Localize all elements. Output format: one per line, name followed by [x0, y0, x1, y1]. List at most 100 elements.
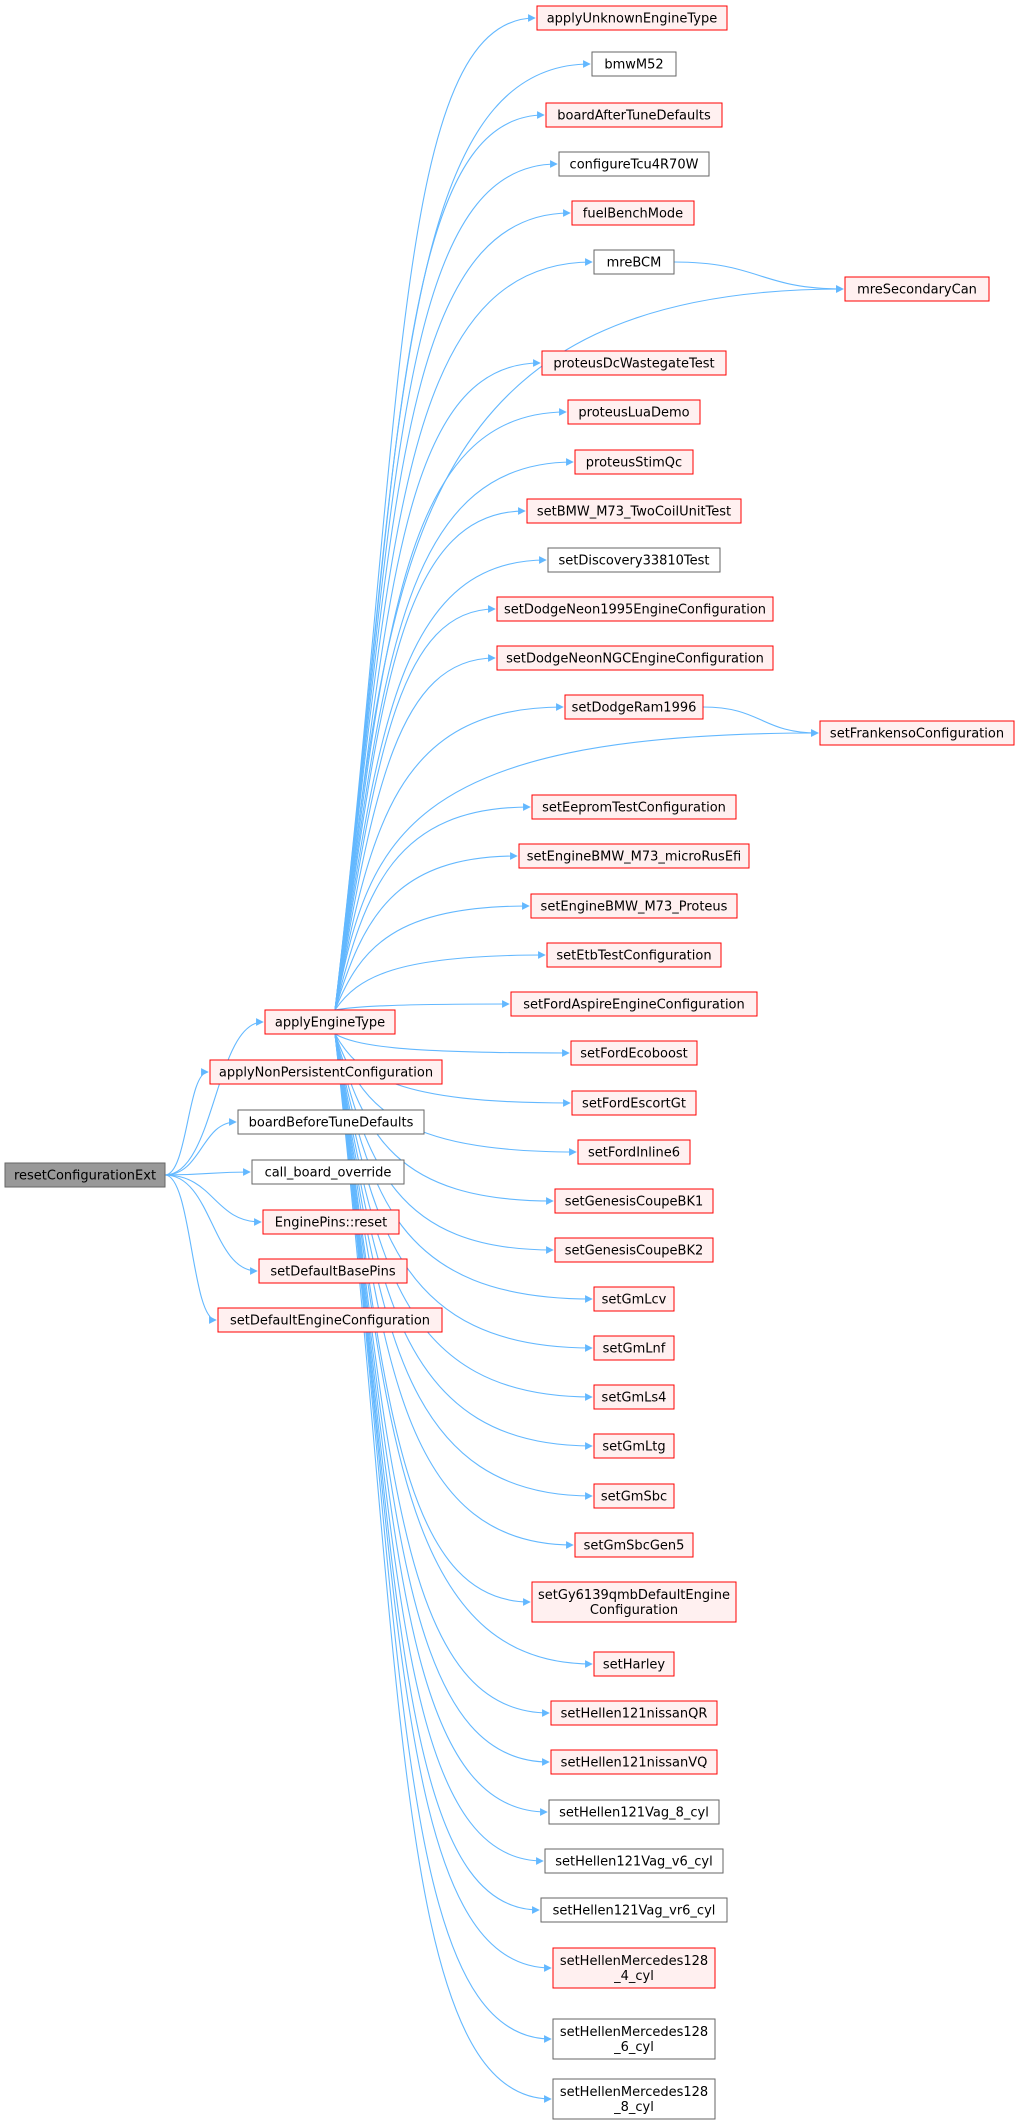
node-set-genesis-coupe-bk2[interactable]: setGenesisCoupeBK2 — [554, 1237, 714, 1263]
node-call-board-override[interactable]: call_board_override — [251, 1159, 405, 1185]
node-label: setHellenMercedes128 — [560, 1954, 708, 1969]
node-set-etb-test-configuration[interactable]: setEtbTestConfiguration — [546, 942, 722, 968]
node-bmw-m52[interactable]: bmwM52 — [591, 51, 677, 77]
node-label: fuelBenchMode — [583, 207, 683, 222]
node-set-ford-inline6[interactable]: setFordInline6 — [577, 1139, 691, 1165]
edge-apply-engine-type-to-set-bmw-m73-two-coil-unit-test — [334, 507, 526, 1011]
node-set-engine-bmw-m73-micro-rus-efi[interactable]: setEngineBMW_M73_microRusEfi — [518, 843, 750, 869]
node-set-engine-bmw-m73-proteus[interactable]: setEngineBMW_M73_Proteus — [530, 893, 738, 919]
node-set-hellen121nissan-qr[interactable]: setHellen121nissanQR — [550, 1700, 718, 1726]
node-box — [258, 1258, 408, 1284]
node-set-eeprom-test-configuration[interactable]: setEepromTestConfiguration — [531, 794, 737, 820]
node-mre-secondary-can[interactable]: mreSecondaryCan — [844, 276, 990, 302]
node-set-default-base-pins[interactable]: setDefaultBasePins — [258, 1258, 408, 1284]
node-set-hellen-mercedes128-6-cyl[interactable]: setHellenMercedes128_6_cyl — [552, 2018, 716, 2060]
node-set-dodge-ram1996[interactable]: setDodgeRam1996 — [564, 694, 704, 720]
node-configure-tcu4-r70-w[interactable]: configureTcu4R70W — [558, 151, 710, 177]
node-set-gm-ls4[interactable]: setGmLs4 — [593, 1384, 675, 1410]
node-label: setGmLs4 — [602, 1391, 667, 1406]
edge-reset-configuration-ext-to-call-board-override — [164, 1168, 251, 1176]
edge-apply-engine-type-to-set-dodge-ram1996 — [334, 703, 564, 1011]
node-box — [550, 1749, 718, 1775]
node-set-ford-aspire-engine-configuration[interactable]: setFordAspireEngineConfiguration — [510, 991, 758, 1017]
node-board-before-tune-defaults[interactable]: boardBeforeTuneDefaults — [237, 1109, 425, 1135]
node-box — [209, 1059, 443, 1085]
node-box — [844, 276, 990, 302]
node-box — [4, 1162, 166, 1188]
edge-apply-engine-type-to-proteus-dc-wastegate-test — [334, 359, 541, 1011]
edge-mre-bcm-to-mre-secondary-can — [673, 261, 844, 293]
node-label: setGmSbcGen5 — [584, 1539, 685, 1554]
node-set-gm-sbc-gen5[interactable]: setGmSbcGen5 — [574, 1532, 694, 1558]
node-set-genesis-coupe-bk1[interactable]: setGenesisCoupeBK1 — [554, 1188, 714, 1214]
node-label: setGmSbc — [601, 1490, 667, 1505]
node-set-hellen121nissan-vq[interactable]: setHellen121nissanVQ — [550, 1749, 718, 1775]
node-set-gm-sbc[interactable]: setGmSbc — [593, 1483, 675, 1509]
node-label: setHellen121Vag_v6_cyl — [555, 1855, 712, 1870]
node-set-discovery33810-test[interactable]: setDiscovery33810Test — [547, 547, 721, 573]
edge-reset-configuration-ext-to-apply-non-persistent-configuration — [164, 1068, 209, 1176]
node-board-after-tune-defaults[interactable]: boardAfterTuneDefaults — [545, 102, 723, 128]
node-fuel-bench-mode[interactable]: fuelBenchMode — [571, 200, 695, 226]
edge-apply-engine-type-to-set-hellen-mercedes128-8-cyl — [334, 1033, 552, 2103]
node-set-ford-escort-gt[interactable]: setFordEscortGt — [571, 1090, 697, 1116]
node-set-gm-lcv[interactable]: setGmLcv — [593, 1286, 675, 1312]
node-apply-non-persistent-configuration[interactable]: applyNonPersistentConfiguration — [209, 1059, 443, 1085]
node-set-dodge-neon1995-engine-configuration[interactable]: setDodgeNeon1995EngineConfiguration — [496, 596, 774, 622]
node-label: setDefaultEngineConfiguration — [230, 1314, 430, 1329]
node-box — [554, 1188, 714, 1214]
node-set-default-engine-configuration[interactable]: setDefaultEngineConfiguration — [217, 1307, 443, 1333]
node-label: boardAfterTuneDefaults — [557, 109, 711, 124]
node-set-harley[interactable]: setHarley — [593, 1651, 675, 1677]
node-label: setDodgeRam1996 — [572, 701, 697, 716]
node-apply-unknown-engine-type[interactable]: applyUnknownEngineType — [536, 5, 728, 31]
node-mre-bcm[interactable]: mreBCM — [593, 249, 675, 275]
node-label: mreBCM — [607, 256, 662, 271]
node-label: setEngineBMW_M73_Proteus — [541, 900, 728, 915]
node-label: setDefaultBasePins — [270, 1265, 395, 1280]
node-set-gm-lnf[interactable]: setGmLnf — [593, 1335, 675, 1361]
node-set-hellen-mercedes128-8-cyl[interactable]: setHellenMercedes128_8_cyl — [552, 2078, 716, 2120]
node-proteus-dc-wastegate-test[interactable]: proteusDcWastegateTest — [541, 350, 727, 376]
node-reset-configuration-ext[interactable]: resetConfigurationExt — [4, 1162, 166, 1188]
node-set-hellen121-vag-8-cyl[interactable]: setHellen121Vag_8_cyl — [548, 1799, 720, 1825]
node-box — [510, 991, 758, 1017]
node-proteus-stim-qc[interactable]: proteusStimQc — [574, 449, 694, 475]
node-set-dodge-neon-ngcengine-configuration[interactable]: setDodgeNeonNGCEngineConfiguration — [496, 645, 774, 671]
node-set-ford-ecoboost[interactable]: setFordEcoboost — [570, 1040, 698, 1066]
edge-apply-engine-type-to-board-after-tune-defaults — [334, 111, 545, 1011]
node-box — [540, 1897, 728, 1923]
edge-reset-configuration-ext-to-set-default-base-pins — [164, 1174, 258, 1275]
edge-apply-engine-type-to-set-frankenso-configuration — [334, 729, 819, 1011]
node-box — [570, 1040, 698, 1066]
node-label: proteusStimQc — [586, 456, 682, 471]
edge-apply-engine-type-to-configure-tcu4-r70-w — [334, 160, 558, 1011]
node-set-frankenso-configuration[interactable]: setFrankensoConfiguration — [819, 720, 1015, 746]
node-set-hellen-mercedes128-4-cyl[interactable]: setHellenMercedes128_4_cyl — [552, 1947, 716, 1989]
node-box — [567, 399, 701, 425]
node-box — [558, 151, 710, 177]
node-proteus-lua-demo[interactable]: proteusLuaDemo — [567, 399, 701, 425]
node-box — [593, 1335, 675, 1361]
edge-apply-engine-type-to-proteus-stim-qc — [334, 458, 574, 1011]
node-label: setHellenMercedes128 — [560, 2025, 708, 2040]
node-box — [541, 350, 727, 376]
node-set-hellen121-vag-v6-cyl[interactable]: setHellen121Vag_v6_cyl — [544, 1848, 724, 1874]
node-box — [496, 645, 774, 671]
node-set-gm-ltg[interactable]: setGmLtg — [593, 1433, 675, 1459]
node-label: proteusLuaDemo — [578, 406, 689, 421]
node-apply-engine-type[interactable]: applyEngineType — [264, 1009, 396, 1035]
node-box — [593, 249, 675, 275]
node-set-bmw-m73-two-coil-unit-test[interactable]: setBMW_M73_TwoCoilUnitTest — [526, 498, 742, 524]
edge-apply-engine-type-to-fuel-bench-mode — [334, 209, 571, 1011]
node-label: applyNonPersistentConfiguration — [219, 1066, 433, 1081]
node-label: boardBeforeTuneDefaults — [249, 1116, 414, 1131]
node-engine-pins-reset[interactable]: EnginePins::reset — [262, 1209, 400, 1235]
node-box — [550, 1700, 718, 1726]
edge-apply-engine-type-to-set-gm-sbc-gen5 — [334, 1033, 574, 1549]
node-set-hellen121-vag-vr6-cyl[interactable]: setHellen121Vag_vr6_cyl — [540, 1897, 728, 1923]
node-label: setFrankensoConfiguration — [830, 727, 1004, 742]
node-label: call_board_override — [265, 1166, 392, 1181]
node-box — [251, 1159, 405, 1185]
